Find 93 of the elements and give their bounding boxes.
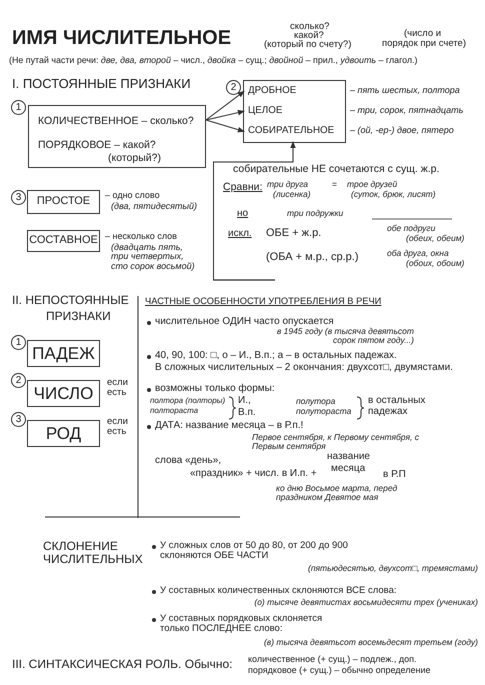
text-label: месяца (331, 464, 366, 474)
box-text: искл. (228, 229, 252, 240)
category-box (27, 190, 100, 214)
circled-number: 1 (11, 335, 26, 350)
category-box (28, 105, 206, 168)
text-label: И., (238, 396, 251, 406)
text-label: ко дню Восьмое марта, перед праздником Девятое мая (276, 484, 398, 502)
box-text: РОД (44, 424, 82, 442)
text-label: (который по счету?) (264, 40, 352, 50)
text-label: числительное ОДИН часто опускается (155, 317, 334, 328)
box-text: (лисенка) (273, 190, 311, 199)
arrow (206, 90, 245, 120)
text-label: (в) тысяча девятьсот восемьдесят третьем (году) (262, 638, 478, 647)
arrow (206, 120, 245, 132)
text-label: У составных порядковых склоняется только ПОСЛЕДНЕЕ слово: (160, 614, 324, 634)
text-label: «праздник» + числ. в И.п. + (190, 469, 317, 480)
text-label: порядковое (+ сущ.) – обычно определение (248, 666, 431, 676)
side-note: если есть (107, 378, 129, 398)
text-label: ПРИЗНАКИ (46, 310, 111, 323)
box-text: но (237, 209, 248, 220)
side-note: – одно слово (105, 191, 160, 200)
box-text: ОБЕ + ж.р. (266, 228, 322, 240)
box-text: = (332, 180, 337, 189)
text-label: в 1945 году (в тысяча девятьсот сорок пятом году...) (276, 327, 414, 345)
box-text: три друга (267, 180, 308, 189)
box-text: СОБИРАТЕЛЬНОЕ (248, 126, 334, 136)
category-box (27, 230, 100, 252)
text-label: название (327, 452, 370, 462)
text-label: II. НЕПОСТОЯННЫЕ (12, 294, 129, 307)
box-text: ПАДЕЖ (31, 344, 96, 362)
box-text: собирательные НЕ сочетаются с сущ. ж.р. (233, 164, 440, 176)
text-label: СКЛОНЕНИЕ ЧИСЛИТЕЛЬНЫХ (43, 540, 144, 566)
text-label: порядок при счете) (382, 39, 466, 49)
text-label: в Р.П (383, 470, 406, 480)
circled-number: 3 (11, 190, 26, 205)
text-label: III. СИНТАКСИЧЕСКАЯ РОЛЬ. Обычно: (12, 658, 232, 671)
box-text: три подружки (287, 209, 344, 218)
box-text: (суток, брюк, лисят) (351, 190, 436, 199)
title: ИМЯ ЧИСЛИТЕЛЬНОЕ (12, 28, 232, 49)
text-label: (о) тысяче девятистах восьмидесяти трех (учениках) (253, 598, 478, 607)
text-label: I. ПОСТОЯННЫЕ ПРИЗНАКИ (12, 77, 191, 91)
box-text: ЦЕЛОЕ (248, 106, 282, 116)
text-label: полутораста (296, 407, 352, 416)
text-label: 40, 90, 100: □, о – И., В.п.; а – в остальных падежах. (155, 351, 397, 362)
text-label: полтораста (150, 407, 198, 416)
box-text: (обеих, обеим) (406, 234, 464, 243)
side-note: (два, пятидесятый) (111, 202, 198, 212)
side-note: если есть (107, 417, 129, 437)
text-label: У сложных слов от 50 до 80, от 200 до 900 склоняются ОБЕ ЧАСТИ (160, 541, 349, 561)
box-text: оба друга, окна (387, 249, 449, 258)
arrow (212, 141, 296, 162)
category-box (27, 340, 100, 367)
text-label: ЧАСТНЫЕ ОСОБЕННОСТИ УПОТРЕБЛЕНИЯ В РЕЧИ (145, 297, 382, 307)
text-label: ДАТА: название месяца – в Р.п.! (155, 421, 304, 432)
text-label: (пятьюдесятью, двухсот□, тремястами) (306, 564, 478, 573)
text-label: сколько? (290, 22, 330, 32)
side-note: – несколько слов (105, 232, 177, 242)
category-box (27, 380, 100, 407)
text-label: полтора (полторы) (150, 397, 226, 406)
circled-number: 1 (11, 100, 26, 115)
box-text: ПОРЯДКОВОЕ – какой? (который?) (38, 139, 162, 164)
text-label: слова «день», (155, 456, 222, 466)
box-text: КОЛИЧЕСТВЕННОЕ – сколько? (38, 116, 194, 128)
box-text: трое друзей (347, 180, 398, 189)
box-text: (обоих, обоим) (406, 259, 464, 268)
side-note: (двадцать пять, три четвертых, сто сорок восьмой) (111, 243, 196, 272)
text-label: Первое сентября, к Первому сентября, с Первым сентября (252, 433, 420, 451)
box-text: (ОБА + м.р., ср.р.) (266, 252, 358, 264)
category-box (243, 80, 346, 143)
text-label: (Не путай части речи: две, два, второй – числ., двойка – сущ.; двойной – прил., удвоить – глагол.) (9, 56, 418, 66)
text-label: – (ой, -ер-) двое, пятеро (350, 126, 454, 136)
text-label: полутора (296, 397, 336, 406)
text-label: (число и (404, 29, 442, 39)
box-text: обе подруги (387, 224, 436, 233)
circled-number: 2 (11, 373, 26, 388)
box-text: ЧИСЛО (32, 384, 94, 402)
text-label: – пять шестых, полтора (350, 86, 460, 96)
circled-number: 2 (226, 80, 241, 95)
arrow (206, 110, 245, 120)
text-label: – три, сорок, пятнадцать (350, 106, 464, 116)
text-label: количественное (+ сущ.) – подлеж., доп. (248, 655, 416, 664)
category-box (27, 420, 100, 447)
text-label: какой? (294, 31, 324, 41)
circled-number: 3 (11, 412, 26, 427)
box-text: СОСТАВНОЕ (28, 235, 99, 247)
text-label: В сложных числительных – 2 окончания: двухсот□, двумястами. (155, 363, 453, 374)
text-label: В.п. (238, 408, 256, 418)
text-label: возможны только формы: (155, 384, 275, 394)
text-label: У составных количественных склоняются ВСЕ слова: (160, 586, 396, 596)
box-text: ПРОСТОЕ (36, 196, 92, 208)
box-text: ДРОБНОЕ (248, 86, 296, 96)
box-text: Сравни: (223, 182, 262, 194)
text-label: в остальных падежах (368, 396, 426, 417)
